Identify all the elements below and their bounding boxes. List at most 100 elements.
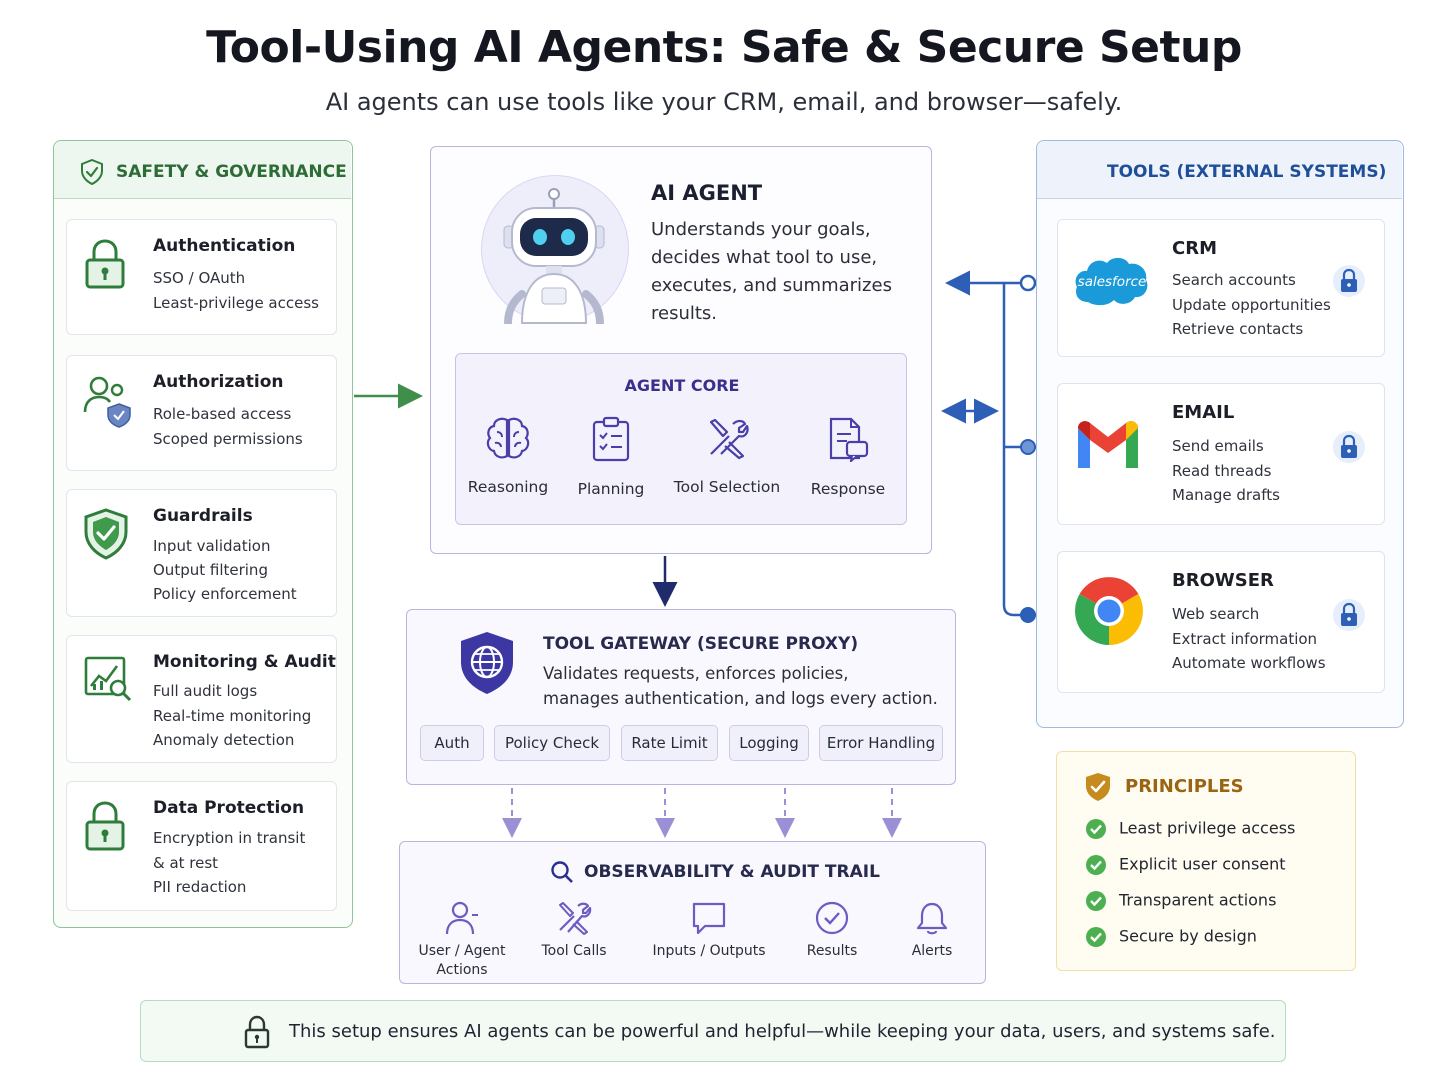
obs-item-tool-calls: Tool Calls xyxy=(526,900,622,961)
page-title: Tool-Using AI Agents: Safe & Secure Setu… xyxy=(206,22,1242,73)
core-item-reasoning: Reasoning xyxy=(453,416,563,496)
ai-agent-panel: AI AGENT Understands your goals, decides… xyxy=(430,146,932,554)
card-title: Data Protection xyxy=(153,798,305,818)
tool-card-email: EMAIL Send emails Read threads Manage dr… xyxy=(1057,383,1385,525)
tools-panel-title: TOOLS (EXTERNAL SYSTEMS) xyxy=(1107,162,1387,182)
safety-card-data-protection: Data Protection Encryption in transit & … xyxy=(66,781,337,911)
principle-item: Secure by design xyxy=(1085,926,1257,948)
footer-banner: This setup ensures AI agents can be powe… xyxy=(140,1000,1286,1062)
obs-item-user-agent-actions: User / Agent Actions xyxy=(410,900,514,980)
shield-check-icon xyxy=(84,508,128,560)
tools-icon xyxy=(709,418,749,460)
tool-line: Web search xyxy=(1172,605,1260,623)
card-title: Authorization xyxy=(153,372,284,392)
salesforce-logo-icon: salesforce xyxy=(1075,257,1148,306)
obs-item-results: Results xyxy=(790,900,874,961)
obs-item-inputs-outputs: Inputs / Outputs xyxy=(644,900,774,961)
tool-gateway-panel: TOOL GATEWAY (SECURE PROXY) Validates re… xyxy=(406,609,956,785)
agent-core-title: AGENT CORE xyxy=(624,376,740,395)
tool-title: EMAIL xyxy=(1172,402,1235,423)
agent-description-line: decides what tool to use, xyxy=(651,247,878,268)
agent-core-panel: AGENT CORE Reasoning Planning xyxy=(455,353,907,525)
card-line: Encryption in transit xyxy=(153,829,306,847)
bell-icon xyxy=(916,902,948,935)
search-icon xyxy=(551,861,573,883)
card-line: Real-time monitoring xyxy=(153,707,312,725)
obs-item-label: Alerts xyxy=(911,943,953,959)
obs-item-alerts: Alerts xyxy=(892,900,972,961)
tool-line: Update opportunities xyxy=(1172,296,1331,314)
principle-label: Explicit user consent xyxy=(1119,854,1286,874)
observability-panel: OBSERVABILITY & AUDIT TRAIL User / Agent… xyxy=(399,841,986,984)
shield-check-icon xyxy=(81,159,103,185)
chip-policy-check: Policy Check xyxy=(494,725,610,761)
card-line: Output filtering xyxy=(153,561,268,579)
lock-badge-icon xyxy=(1333,431,1365,463)
chrome-logo-icon xyxy=(1075,577,1143,645)
principle-item: Least privilege access xyxy=(1085,818,1295,840)
user-icon xyxy=(445,901,478,935)
lock-badge-icon xyxy=(1333,599,1365,631)
user-shield-icon xyxy=(83,376,131,428)
chip-auth: Auth xyxy=(420,725,484,761)
principles-title: PRINCIPLES xyxy=(1125,776,1244,797)
tool-line: Search accounts xyxy=(1172,271,1296,289)
globe-shield-icon xyxy=(461,632,513,694)
agent-description-line: results. xyxy=(651,303,718,324)
tool-line: Manage drafts xyxy=(1172,486,1280,504)
robot-icon xyxy=(503,188,605,324)
card-line: SSO / OAuth xyxy=(153,269,246,287)
tool-line: Extract information xyxy=(1172,630,1318,648)
principles-panel: PRINCIPLES Least privilege access Explic… xyxy=(1056,751,1356,971)
tool-card-crm: salesforce CRM Search accounts Update op… xyxy=(1057,219,1385,357)
robot-avatar xyxy=(481,175,629,324)
safety-governance-panel: SAFETY & GOVERNANCE Authentication SSO /… xyxy=(53,140,353,928)
footer-text: This setup ensures AI agents can be powe… xyxy=(289,1021,1276,1042)
tool-line: Automate workflows xyxy=(1172,654,1326,672)
card-title: Guardrails xyxy=(153,506,253,526)
tool-title: BROWSER xyxy=(1172,570,1274,591)
check-circle-icon xyxy=(1086,819,1106,839)
tool-line: Retrieve contacts xyxy=(1172,320,1304,338)
card-line: Scoped permissions xyxy=(153,430,303,448)
principle-label: Secure by design xyxy=(1119,926,1257,946)
agent-description-line: executes, and summarizes xyxy=(651,275,892,296)
core-item-label: Planning xyxy=(577,480,645,498)
safety-card-authentication: Authentication SSO / OAuth Least-privile… xyxy=(66,219,337,335)
card-line: Anomaly detection xyxy=(153,731,295,749)
gateway-description-line: manages authentication, and logs every a… xyxy=(543,689,938,708)
obs-item-label: Tool Calls xyxy=(541,943,607,959)
principle-item: Explicit user consent xyxy=(1085,854,1286,876)
lock-icon xyxy=(244,1015,270,1049)
card-title: Authentication xyxy=(153,236,296,256)
principle-label: Transparent actions xyxy=(1119,890,1277,910)
observability-title: OBSERVABILITY & AUDIT TRAIL xyxy=(584,862,880,882)
card-line: Full audit logs xyxy=(153,682,258,700)
chip-error-handling: Error Handling xyxy=(819,725,943,761)
tool-line: Read threads xyxy=(1172,462,1272,480)
obs-item-label: Inputs / Outputs xyxy=(652,943,766,959)
card-line: Least-privilege access xyxy=(153,294,319,312)
check-circle-icon xyxy=(1086,927,1106,947)
core-item-label: Tool Selection xyxy=(673,478,781,496)
check-circle-icon xyxy=(1086,855,1106,875)
agent-description-line: Understands your goals, xyxy=(651,219,871,240)
chart-magnifier-icon xyxy=(84,656,132,702)
tool-card-browser: BROWSER Web search Extract information A… xyxy=(1057,551,1385,693)
tool-line: Send emails xyxy=(1172,437,1264,455)
brain-icon xyxy=(486,417,530,459)
card-line: Input validation xyxy=(153,537,271,555)
gateway-description-line: Validates requests, enforces policies, xyxy=(543,664,849,683)
tool-title: CRM xyxy=(1172,238,1217,259)
wrench-icon xyxy=(559,902,592,935)
chip-logging: Logging xyxy=(729,725,809,761)
safety-panel-header: SAFETY & GOVERNANCE xyxy=(54,141,351,199)
page-subtitle: AI agents can use tools like your CRM, e… xyxy=(325,88,1123,116)
chip-rate-limit: Rate Limit xyxy=(621,725,718,761)
agent-title: AI AGENT xyxy=(651,181,763,205)
safety-card-monitoring: Monitoring & Audit Full audit logs Real-… xyxy=(66,635,337,763)
salesforce-logo-text: salesforce xyxy=(1078,274,1147,290)
check-circle-icon xyxy=(1086,891,1106,911)
core-item-label: Response xyxy=(810,480,886,498)
